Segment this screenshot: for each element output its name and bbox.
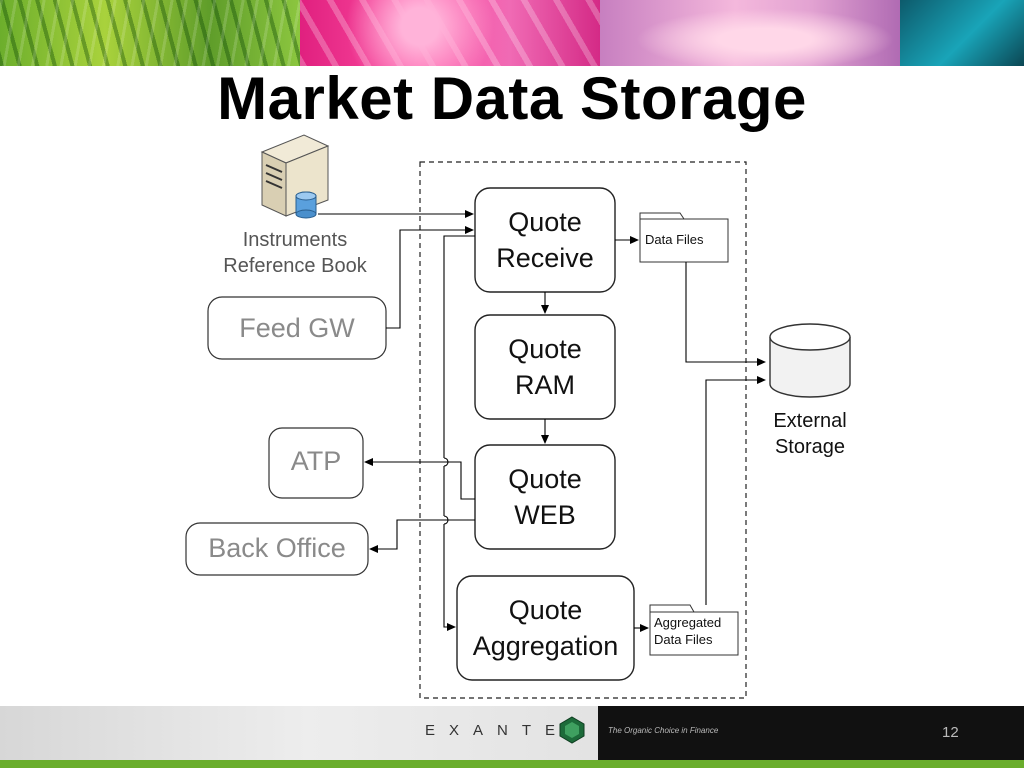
banner-hand-image — [600, 0, 900, 66]
aggregated-files-folder-icon — [649, 604, 739, 656]
slide-title: Market Data Storage — [217, 65, 807, 132]
connectors — [318, 210, 766, 632]
header-photo-banner — [0, 0, 1024, 66]
atp-text: ATP — [290, 446, 342, 476]
quote-web-label: Quote WEB — [475, 445, 615, 549]
quote-aggregation-label: Quote Aggregation — [457, 576, 634, 680]
quote-receive-line1: Quote — [508, 207, 582, 237]
feed-gw-label: Feed GW — [208, 297, 386, 359]
data-files-folder-icon — [639, 212, 729, 263]
footer-tagline: The Organic Choice in Finance — [608, 726, 719, 735]
quote-ram-line1: Quote — [508, 334, 582, 364]
quote-aggregation-line2: Aggregation — [472, 631, 619, 661]
aggregated-files-line2: Data Files — [654, 632, 713, 647]
banner-teal-image — [900, 0, 1024, 66]
server-icon — [260, 134, 330, 219]
quote-web-line1: Quote — [508, 464, 582, 494]
instruments-label-line1: Instruments — [242, 229, 348, 251]
data-files-text: Data Files — [645, 232, 704, 247]
system-boundary — [419, 161, 747, 699]
quote-receive-line2: Receive — [496, 243, 594, 273]
quote-ram-label: Quote RAM — [475, 315, 615, 419]
external-storage-line2: Storage — [774, 436, 846, 458]
atp-box — [268, 427, 364, 499]
quote-web-line2: WEB — [514, 500, 576, 530]
footer-accent-line — [0, 760, 1024, 768]
instruments-label-line2: Reference Book — [223, 255, 367, 277]
quote-web-box — [474, 444, 616, 550]
external-storage-cylinder-icon — [769, 323, 851, 398]
exante-logo-icon — [559, 716, 585, 744]
page-number: 12 — [942, 724, 959, 741]
banner-grass-image — [0, 0, 300, 66]
data-files-label: Data Files — [645, 231, 727, 248]
quote-receive-label: Quote Receive — [475, 188, 615, 292]
footer-dark-panel — [598, 706, 1024, 760]
back-office-box — [185, 522, 369, 576]
quote-ram-line2: RAM — [515, 370, 575, 400]
feed-gw-text: Feed GW — [239, 313, 355, 343]
aggregated-files-line1: Aggregated — [654, 615, 722, 630]
quote-aggregation-line1: Quote — [508, 595, 583, 625]
back-office-label: Back Office — [186, 523, 368, 573]
brand-wordmark: EXANTE — [425, 722, 570, 739]
back-office-text: Back Office — [208, 533, 346, 563]
external-storage-line1: External — [773, 410, 847, 432]
atp-label: ATP — [269, 428, 363, 494]
instruments-reference-book-label: Instruments Reference Book — [200, 227, 390, 279]
external-storage-label: External Storage — [750, 408, 870, 460]
banner-flower-image — [300, 0, 600, 66]
aggregated-files-label: Aggregated Data Files — [654, 614, 736, 648]
